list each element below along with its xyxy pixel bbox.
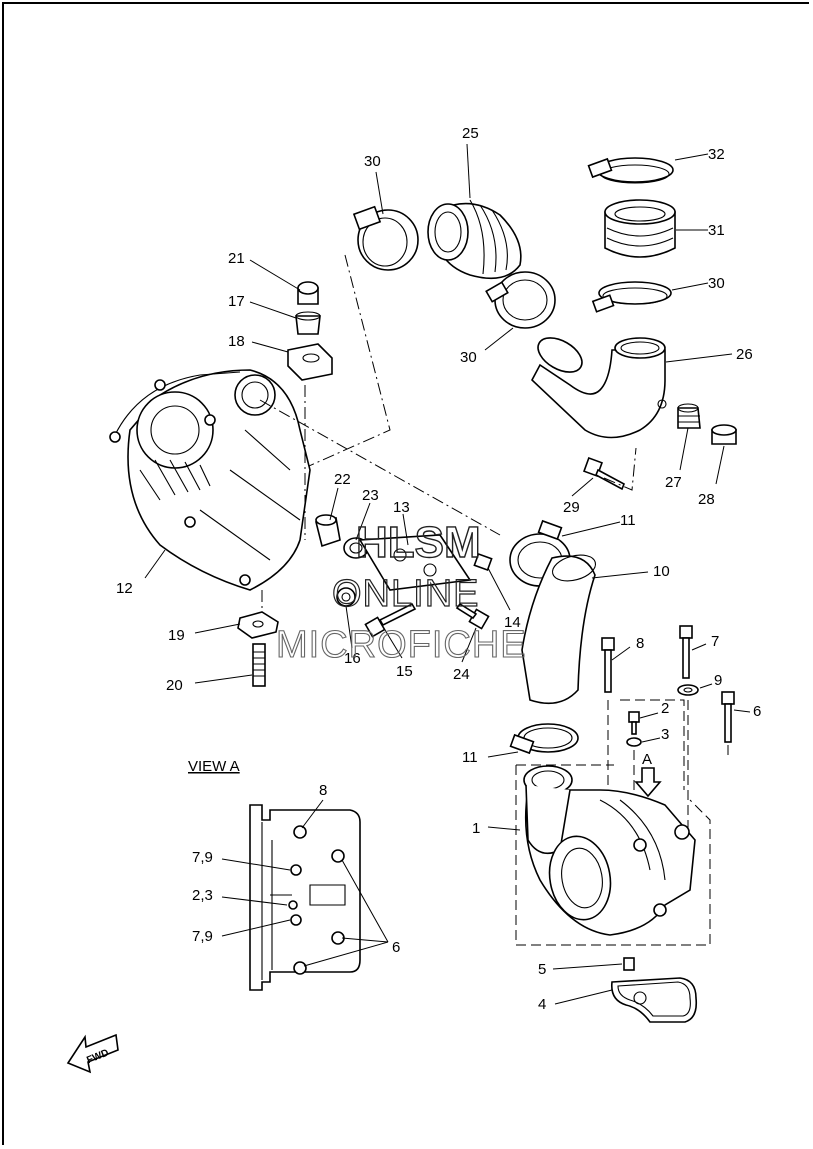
callout-7-9-a: 7,9 xyxy=(192,849,213,866)
view-a-marker: A xyxy=(642,751,652,768)
bolt-7[interactable] xyxy=(679,625,693,679)
fitting-14[interactable] xyxy=(473,552,493,572)
cap-28[interactable] xyxy=(711,424,737,445)
nut-16[interactable] xyxy=(336,587,356,607)
collar-17[interactable] xyxy=(295,311,321,335)
callout-30-mid: 30 xyxy=(460,349,477,366)
callout-16: 16 xyxy=(344,650,361,667)
callout-30-right: 30 xyxy=(708,275,725,292)
dashed-links-bolts xyxy=(607,700,729,830)
fwd-arrow-icon xyxy=(66,1033,119,1074)
callout-28: 28 xyxy=(698,491,715,508)
housing-12[interactable] xyxy=(109,369,311,591)
callout-30-top: 30 xyxy=(364,153,381,170)
bolt-24[interactable] xyxy=(455,602,490,630)
callout-6-view: 6 xyxy=(392,939,400,956)
hose-25[interactable] xyxy=(427,199,522,280)
hose-clamp-30-top[interactable] xyxy=(352,205,419,271)
dashed-link-2 xyxy=(620,699,685,790)
hose-clamp-11-bottom[interactable] xyxy=(509,723,579,755)
callout-8-view: 8 xyxy=(319,782,327,799)
callout-27: 27 xyxy=(665,474,682,491)
pin-5[interactable] xyxy=(623,957,635,971)
callout-1: 1 xyxy=(472,820,480,837)
rubber-joint-31[interactable] xyxy=(604,199,676,258)
turbocharger-1[interactable] xyxy=(523,765,696,936)
hose-clamp-32[interactable] xyxy=(587,157,674,184)
callout-2-3: 2,3 xyxy=(192,887,213,904)
bolt-15[interactable] xyxy=(364,602,417,638)
view-a-title: VIEW A xyxy=(188,758,240,775)
callout-23: 23 xyxy=(362,487,379,504)
callout-20: 20 xyxy=(166,677,183,694)
callout-15: 15 xyxy=(396,663,413,680)
hose-clamp-30-right[interactable] xyxy=(591,281,672,313)
gasket-4[interactable] xyxy=(610,977,698,1023)
watermark: HLSM ONLINE MICROFICHE xyxy=(275,517,527,666)
callout-labels: 25 30 32 31 30 30 26 21 17 18 27 28 29 2… xyxy=(85,125,761,1066)
washer-3[interactable] xyxy=(626,737,642,747)
callout-5: 5 xyxy=(538,961,546,978)
view-a-flange-detail xyxy=(249,804,361,991)
grommet-27[interactable] xyxy=(677,403,701,429)
callout-32: 32 xyxy=(708,146,725,163)
callout-18: 18 xyxy=(228,333,245,350)
leader-lines xyxy=(144,143,751,1005)
callout-24: 24 xyxy=(453,666,470,683)
callout-14: 14 xyxy=(504,614,521,631)
centerline-30 xyxy=(299,254,391,471)
callout-29: 29 xyxy=(563,499,580,516)
bolt-2[interactable] xyxy=(628,711,640,735)
callout-19: 19 xyxy=(168,627,185,644)
plate-19[interactable] xyxy=(237,611,279,639)
bolt-8[interactable] xyxy=(601,637,615,693)
watermark-line-1: HLSM xyxy=(356,518,481,567)
callout-25: 25 xyxy=(462,125,479,142)
watermark-line-3: MICROFICHE xyxy=(276,624,527,666)
callout-4: 4 xyxy=(538,996,546,1013)
stud-20[interactable] xyxy=(252,643,266,687)
watermark-line-2: ONLINE xyxy=(332,573,479,615)
callout-26: 26 xyxy=(736,346,753,363)
cap-21[interactable] xyxy=(297,281,319,305)
dashed-box-1 xyxy=(515,764,711,946)
callout-3: 3 xyxy=(661,726,669,743)
damper-18[interactable] xyxy=(287,343,333,381)
callout-31: 31 xyxy=(708,222,725,239)
callout-10: 10 xyxy=(653,563,670,580)
callout-13: 13 xyxy=(393,499,410,516)
callout-17: 17 xyxy=(228,293,245,310)
callout-9: 9 xyxy=(714,672,722,689)
callout-7-9-b: 7,9 xyxy=(192,928,213,945)
flange-13[interactable] xyxy=(358,534,472,591)
washer-9[interactable] xyxy=(677,684,699,696)
callout-22: 22 xyxy=(334,471,351,488)
callout-8-top: 8 xyxy=(636,635,644,652)
cap-22[interactable] xyxy=(315,514,341,548)
bolt-6[interactable] xyxy=(721,691,735,743)
callout-11-bottom: 11 xyxy=(462,749,478,766)
hose-10[interactable] xyxy=(521,551,598,705)
view-a-arrow xyxy=(634,767,662,798)
hose-clamp-30-mid[interactable] xyxy=(485,271,556,329)
callout-6-top: 6 xyxy=(753,703,761,720)
callout-7: 7 xyxy=(711,633,719,650)
callout-11-top: 11 xyxy=(620,512,636,529)
centerline-29 xyxy=(603,447,637,491)
callout-2: 2 xyxy=(661,700,669,717)
bolt-29[interactable] xyxy=(583,457,626,491)
callout-12: 12 xyxy=(116,580,133,597)
callout-21: 21 xyxy=(228,250,245,267)
intake-duct-26[interactable] xyxy=(531,331,667,439)
